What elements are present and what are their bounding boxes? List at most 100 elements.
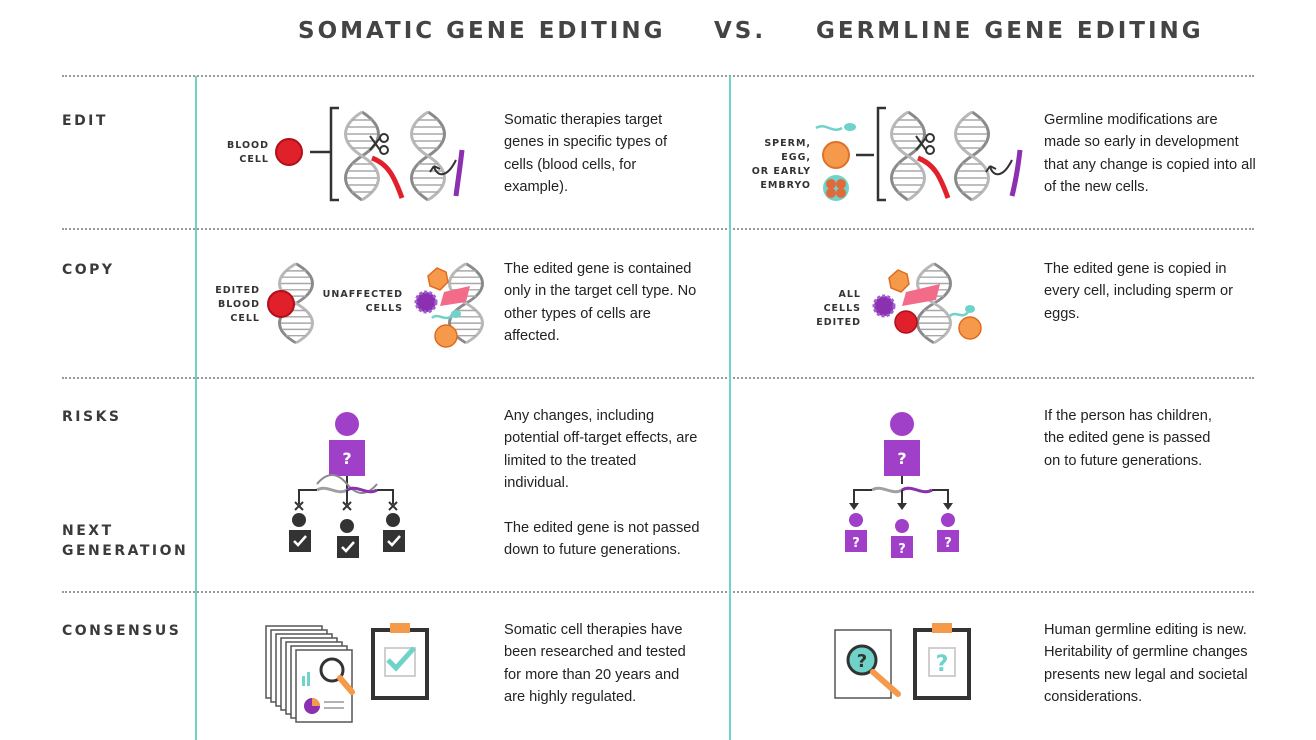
germline-branch-lines [853, 489, 949, 504]
germline-child-person-icon-2: ? [891, 519, 913, 558]
somatic-copy-text: The edited gene is contained only in the… [504, 261, 697, 345]
child-person-icon-1 [289, 513, 311, 552]
germline-parent-question: ? [897, 449, 906, 468]
germline-consensus-illustration: ? ? [834, 623, 971, 700]
all-edited-label: EDITED [816, 317, 861, 328]
purple-cell-icon [414, 290, 438, 314]
copy-cell-label: CELL [230, 313, 260, 324]
blood-cell-label: CELL [239, 154, 269, 165]
down-arrow-icons [849, 503, 953, 510]
germline-copy-dna-icon [916, 262, 952, 345]
column-divider-left [195, 76, 197, 740]
germline-copy-illustration: ALL CELLS EDITED [816, 262, 982, 345]
germline-new-strand-icon [1009, 149, 1023, 197]
all-cells-label: CELLS [824, 303, 861, 314]
somatic-copy-illustration: EDITED BLOOD CELL UNAFFECTED CELLS [215, 262, 484, 348]
germline-blood-cell-icon [894, 310, 918, 334]
somatic-risks-illustration: ? [289, 412, 405, 558]
check-icon-3 [387, 535, 401, 547]
new-dna-strand-icon [453, 149, 465, 197]
row-label-risks: RISKS [62, 409, 122, 425]
column-divider-center [729, 76, 731, 740]
parent-person-icon: ? [329, 412, 365, 476]
child-question-2: ? [898, 542, 906, 557]
bracket-icon [329, 106, 339, 202]
copy-blood-label: BLOOD [218, 299, 260, 310]
germline-copy-sperm-icon [949, 311, 969, 318]
somatic-dna-edit-strand [346, 486, 378, 494]
copy-sperm-head-icon [451, 310, 461, 318]
germline-edit-illustration: SPERM, EGG, OR EARLY EMBRYO [752, 106, 1023, 202]
germline-cut-strand-icon [917, 155, 951, 199]
germline-edit-text: Germline modifications are made so early… [1044, 112, 1256, 196]
somatic-edit-text: Somatic therapies target genes in specif… [504, 112, 668, 196]
check-icon-2 [341, 541, 355, 553]
or-early-label: OR EARLY [752, 166, 811, 177]
germline-risks-illustration: ? ? ? ? [845, 412, 959, 558]
germline-consensus-text: Human germline editing is new. Heritabil… [1044, 622, 1248, 706]
cut-dna-strand-icon [371, 155, 405, 199]
child-question-3: ? [944, 536, 952, 551]
edited-label: EDITED [215, 285, 260, 296]
child-question-1: ? [852, 536, 860, 551]
germline-copy-text: The edited gene is copied in every cell,… [1044, 261, 1233, 322]
child-person-icon-3 [383, 513, 405, 552]
next-label-line1: NEXT [62, 523, 114, 539]
egg-icon [822, 141, 850, 169]
unaffected-label: UNAFFECTED [323, 289, 403, 300]
germline-title: GERMLINE GENE EDITING [816, 18, 1204, 44]
somatic-branch-lines [298, 489, 394, 504]
germline-dna-icon-2 [954, 110, 990, 202]
germline-dna-edit-strand [901, 486, 933, 494]
separator-top [62, 75, 1254, 77]
somatic-consensus-illustration [265, 623, 429, 723]
pink-cell-icon [440, 286, 470, 306]
clipboard-check-icon [371, 623, 429, 700]
next-label-line2: GENERATION [62, 543, 189, 559]
sperm-label: SPERM, [764, 138, 811, 149]
somatic-risks-text: Any changes, including potential off-tar… [504, 408, 698, 492]
row-label-consensus: CONSENSUS [62, 623, 182, 639]
row-label-next-generation: NEXT GENERATION [62, 521, 188, 561]
copy-egg-icon [434, 324, 458, 348]
somatic-next-text: The edited gene is not passed down to fu… [504, 520, 700, 559]
child-person-icon-2 [337, 519, 359, 558]
separator-copy-risks [62, 377, 1254, 379]
germline-copy-egg-icon [958, 316, 982, 340]
egg-label: EGG, [781, 152, 811, 163]
all-label: ALL [839, 289, 861, 300]
embryo-icon [823, 175, 849, 201]
scissors-icon [369, 133, 389, 155]
separator-edit-copy [62, 228, 1254, 230]
germline-child-person-icon-1: ? [845, 513, 867, 552]
report-chart-icon [302, 672, 344, 714]
magnifier-question: ? [857, 651, 867, 672]
embryo-label: EMBRYO [760, 180, 811, 191]
clipboard-question: ? [936, 652, 949, 677]
row-label-edit: EDIT [62, 113, 108, 129]
unaffected-cells-label: CELLS [366, 303, 403, 314]
blood-label: BLOOD [227, 140, 269, 151]
clipboard-question-icon: ? [913, 623, 971, 700]
separator-risks-consensus [62, 591, 1254, 593]
germline-risks-text: If the person has children, the edited g… [1044, 408, 1212, 469]
sperm-icon [815, 123, 856, 131]
blood-cell-icon [275, 138, 303, 166]
document-magnifier-icon: ? [834, 629, 901, 699]
check-icon [293, 535, 307, 547]
germline-copy-sperm-head-icon [965, 305, 975, 313]
vs-label: VS. [714, 18, 767, 44]
germline-scissors-icon [915, 133, 935, 155]
germline-bracket-icon [876, 106, 886, 202]
arrow-insert-icon [429, 159, 457, 176]
magnifier-icon [319, 657, 355, 695]
hexagon-cell-icon [427, 267, 449, 291]
block-x-icons [294, 501, 398, 511]
germline-purple-cell-icon [872, 294, 896, 318]
copy-sperm-icon [431, 314, 453, 320]
dna-icon-2 [410, 110, 446, 202]
germline-hexagon-cell-icon [888, 269, 910, 293]
germline-arrow-icon [985, 159, 1013, 176]
copy-blood-cell-icon [267, 290, 295, 318]
